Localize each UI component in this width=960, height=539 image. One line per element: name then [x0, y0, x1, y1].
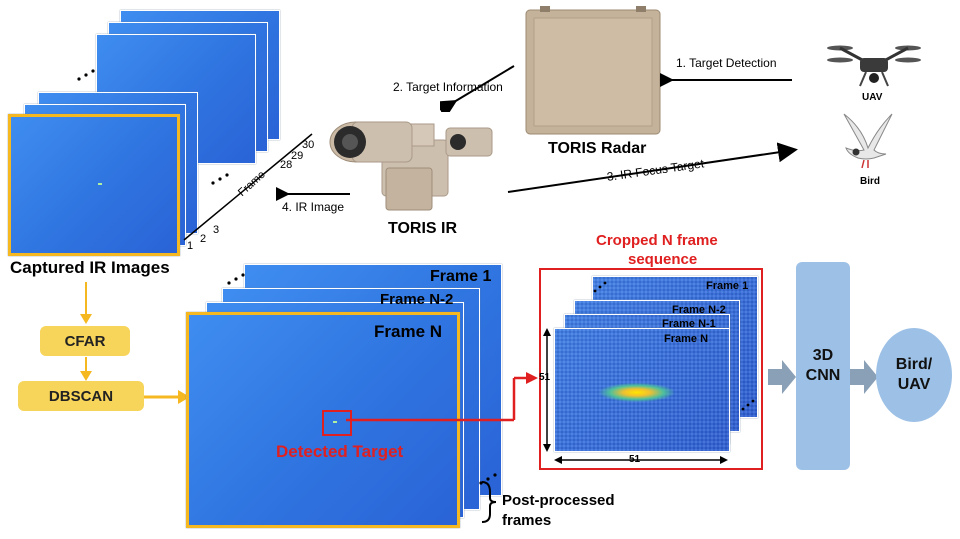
height-dimension-arrow	[542, 328, 552, 457]
bird-label: Bird	[860, 176, 880, 187]
bird-icon	[838, 108, 898, 175]
cropped-frame-n1-label: Frame N-1	[662, 318, 716, 330]
ellipsis-dots-icon	[592, 280, 608, 299]
cropped-frame-1-label: Frame 1	[706, 280, 749, 292]
cnn-line1: 3D	[812, 347, 834, 364]
cropped-title-line2: sequence	[628, 251, 698, 268]
brace-icon	[478, 480, 502, 529]
cropped-frame-n	[554, 328, 730, 452]
uav-label: UAV	[862, 92, 883, 103]
frame-number: 1	[187, 240, 194, 252]
arrow-to-output	[850, 360, 878, 399]
ir-image-label: 4. IR Image	[282, 200, 345, 214]
toris-radar-label: TORIS Radar	[548, 140, 647, 157]
detected-target-label: Detected Target	[276, 442, 404, 461]
cfar-box: CFAR	[40, 326, 130, 356]
output-line2: UAV	[897, 376, 931, 393]
toris-radar-image	[520, 6, 666, 143]
post-processed-label: Post-processed	[502, 492, 615, 509]
output-bird-uav-circle: Bird/UAV	[876, 328, 952, 422]
arrow-to-cnn	[768, 360, 796, 399]
frame-number: 28	[280, 159, 293, 171]
arrow-ir-focus-target	[504, 140, 804, 205]
ellipsis-dots-icon	[226, 270, 246, 291]
toris-ir-camera-image	[328, 100, 498, 220]
arrow-down-to-cfar	[80, 282, 92, 329]
ellipsis-dots-icon	[210, 170, 230, 191]
frame-number: 30	[302, 139, 315, 151]
target-information-label: 2. Target Information	[393, 80, 503, 94]
width-dimension-arrow	[554, 452, 728, 470]
arrow-to-processed-frames	[144, 387, 192, 412]
ellipsis-dots-icon	[740, 398, 756, 417]
frame-axis-line	[180, 128, 320, 253]
frame-number: 29	[291, 150, 304, 162]
cropped-title-line1: Cropped N frame	[596, 232, 718, 249]
frame-n2-label: Frame N-2	[380, 291, 454, 308]
ellipsis-dots-icon	[76, 66, 96, 87]
uav-drone-icon	[826, 40, 922, 95]
frame-n-label: Frame N	[374, 322, 443, 341]
arrow-target-information	[435, 62, 520, 119]
cropped-sequence-box	[539, 268, 763, 470]
target-detection-label: 1. Target Detection	[676, 56, 777, 70]
frame-number: 2	[200, 233, 207, 245]
frame-1-label: Frame 1	[430, 268, 492, 285]
toris-ir-label: TORIS IR	[388, 220, 458, 237]
cropped-frame-n2-label: Frame N-2	[672, 304, 726, 316]
cnn-block: 3D CNN	[796, 262, 850, 470]
dbscan-box: DBSCAN	[18, 381, 144, 411]
width-dimension-label: 51	[629, 454, 641, 465]
height-dimension-label: 51	[539, 372, 551, 383]
target-dot	[98, 183, 102, 185]
arrow-target-detection	[654, 70, 800, 95]
captured-ir-images-label: Captured IR Images	[10, 258, 170, 277]
frame-number: 3	[213, 224, 220, 236]
cnn-line2: CNN	[805, 367, 841, 384]
output-line1: Bird/	[895, 356, 933, 373]
arrow-to-cropped-sequence	[346, 368, 542, 435]
arrow-down-to-dbscan	[80, 357, 92, 386]
frames-label: frames	[502, 512, 552, 529]
ir-frame-1	[8, 114, 180, 256]
detected-target-box	[322, 410, 352, 436]
arrow-ir-image	[270, 184, 356, 209]
detected-target-dot	[333, 421, 337, 423]
cropped-frame-n-label: Frame N	[664, 333, 709, 345]
ellipsis-dots-icon	[478, 470, 498, 491]
